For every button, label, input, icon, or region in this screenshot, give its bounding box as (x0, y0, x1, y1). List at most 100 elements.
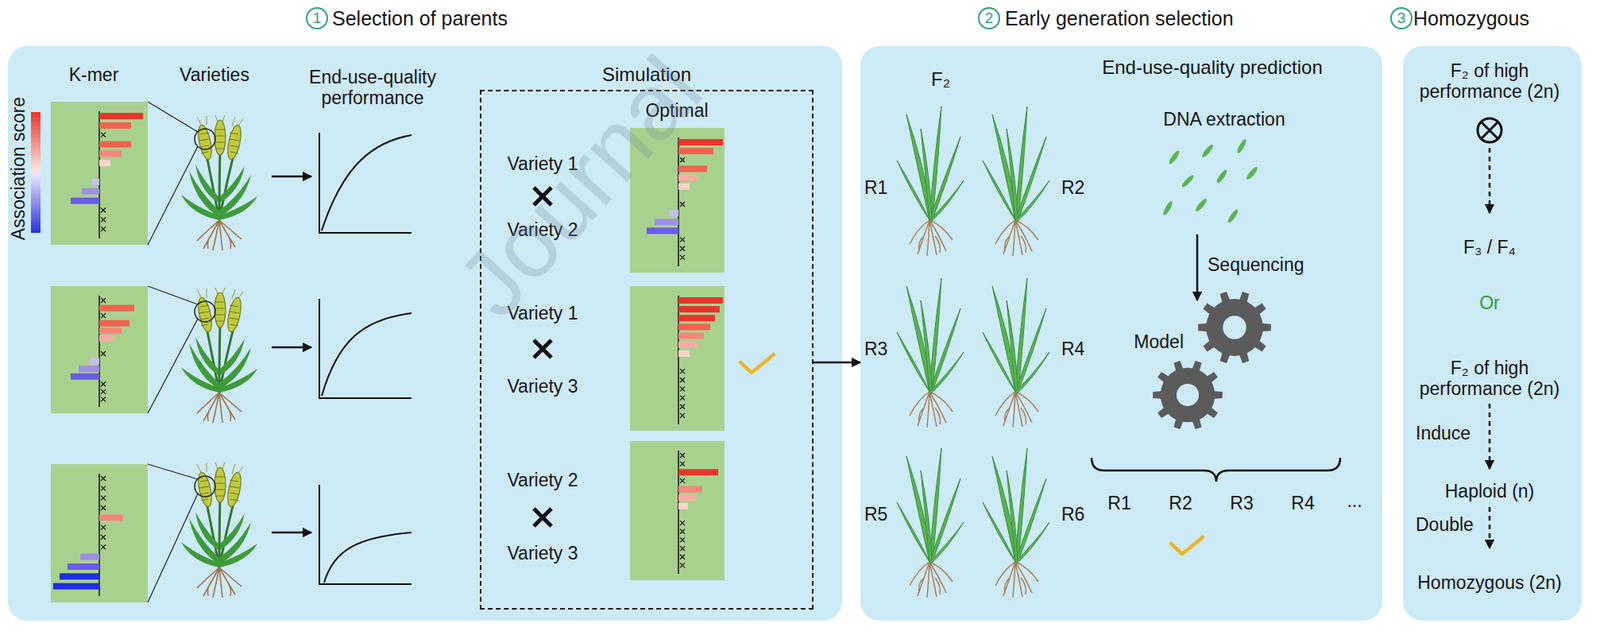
kmer-chart (50, 101, 148, 245)
drawing-part (100, 313, 106, 318)
gear-icon (1198, 291, 1272, 364)
drawing-part (53, 583, 100, 590)
drawing-part (319, 132, 412, 233)
drawing-part (1235, 138, 1248, 155)
step-title: End-use-quality prediction (1101, 56, 1323, 79)
drawing-part (680, 562, 685, 568)
drawing-part (147, 463, 198, 480)
kmer-chart (629, 285, 725, 431)
plant-id: R1 (864, 177, 888, 198)
step-text: F₂ of high performance (2n) (1402, 60, 1577, 103)
drawing-part (100, 505, 106, 511)
drawing-part (319, 298, 412, 399)
model-gears (1152, 291, 1272, 429)
checkmarks (740, 354, 1203, 554)
drawing-part (896, 278, 964, 428)
drawing-part (99, 159, 111, 167)
drawing-part (896, 448, 964, 598)
drawing-part (1222, 315, 1246, 339)
step-title: Sequencing (1207, 254, 1305, 275)
step-text: F₃ / F₄ (1463, 236, 1516, 258)
leaf-pieces (1161, 138, 1259, 225)
drawing-part (181, 287, 258, 423)
drawing-part (100, 381, 106, 387)
drawing-part (1180, 173, 1195, 189)
drawing-part (100, 525, 106, 530)
drawing-part (99, 305, 135, 312)
drawing-part (678, 332, 704, 340)
drawing-part (1091, 457, 1341, 482)
plant-id: R6 (1061, 503, 1085, 525)
drawing-part (1196, 234, 1199, 301)
drawing-part (982, 448, 1050, 598)
zoom-lines (147, 463, 216, 603)
drawing-part (147, 146, 198, 245)
drawing-part (1152, 360, 1223, 429)
drawing-part (680, 404, 685, 410)
drawing-part (678, 341, 698, 348)
drawing-part (100, 207, 106, 213)
plant-id: R2 (1168, 492, 1192, 514)
drawing-part (678, 305, 720, 313)
drawing-part (680, 386, 685, 391)
stage-heading: Selection of parents (332, 6, 508, 31)
drawing-part (1176, 383, 1199, 406)
drawing-part (98, 295, 101, 407)
drawing-part (1215, 168, 1229, 185)
drawing-part (680, 520, 685, 526)
selfing-symbol (1477, 118, 1502, 143)
drawing-part (91, 178, 100, 186)
drawing-part (81, 188, 100, 195)
drawing-part (680, 413, 685, 418)
performance-plots (319, 132, 412, 584)
drawing-part (629, 440, 725, 580)
drawing-part (1226, 208, 1240, 225)
drawing-part (680, 537, 685, 542)
drawing-part (100, 351, 106, 356)
drawing-part (678, 174, 698, 182)
drawing-part (533, 340, 552, 358)
step-text: F₂ of high performance (2n) (1402, 357, 1577, 400)
drawing-part (99, 320, 130, 327)
drawing-part (1488, 147, 1492, 213)
drawing-part (98, 111, 101, 239)
zoom-lines (147, 285, 216, 414)
alternative-word: Or (1479, 292, 1500, 314)
step-title: Model (1133, 331, 1184, 352)
drawing-part (194, 301, 216, 322)
generation-label: F₂ (931, 68, 951, 91)
drawing-part (98, 473, 101, 596)
drawing-part (1488, 506, 1492, 549)
zoom-lines (147, 101, 216, 245)
drawing-part (59, 572, 100, 580)
drawing-part (100, 226, 106, 232)
drawing-part (100, 544, 106, 549)
drawing-part (194, 128, 216, 150)
drawing-part (50, 101, 148, 245)
drawing-part (680, 377, 685, 383)
drawing-part (677, 295, 680, 425)
step-number: 2 (977, 7, 1001, 30)
drawing-part (678, 314, 715, 321)
drawing-part (100, 132, 106, 138)
drawing-part (680, 461, 685, 467)
selection-bracket (1091, 457, 1341, 482)
drawing-part (70, 373, 100, 380)
drawing-part (271, 531, 312, 534)
drawing-part (680, 368, 685, 374)
drawing-part (680, 246, 685, 252)
drawing-part (100, 534, 106, 540)
drawing-part (646, 227, 679, 234)
drawing-part (100, 396, 106, 402)
drawing-part (896, 106, 964, 256)
column-title: End-use-quality performance (285, 66, 460, 109)
drawing-part (680, 237, 685, 243)
drawing-part (678, 494, 696, 501)
drawing-part (1194, 197, 1208, 213)
wheat-plants (181, 115, 258, 598)
drawing-part (1480, 121, 1499, 140)
step-text: Double (1415, 514, 1474, 535)
drawing-part (1477, 118, 1502, 143)
stage-panel: 1Selection of parentsSimulation (7, 46, 843, 621)
drawing-part (680, 478, 685, 484)
